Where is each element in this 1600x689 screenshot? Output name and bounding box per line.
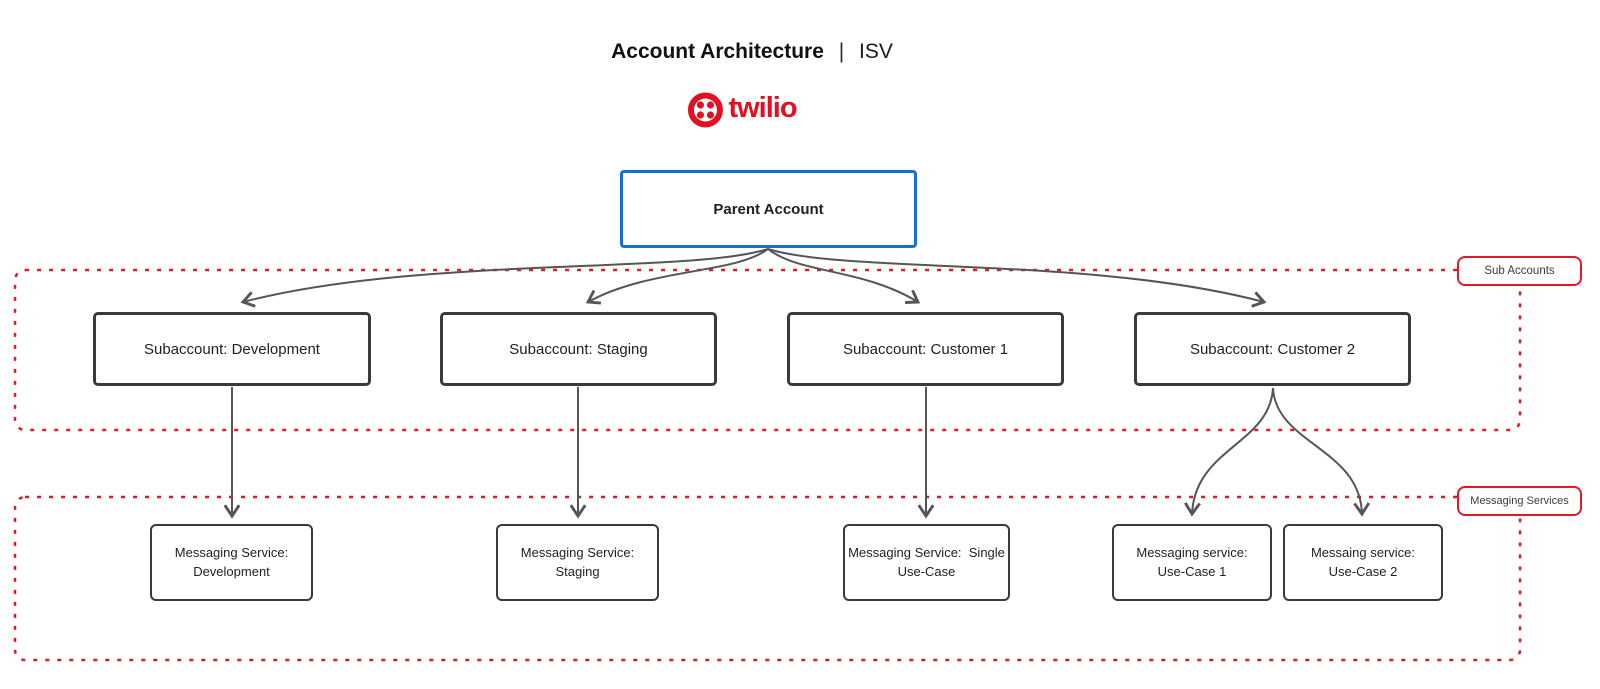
messaging-services-group-label-text: Messaging Services [1470, 495, 1569, 507]
title-suffix: ISV [859, 40, 893, 63]
sub-accounts-group-label-text: Sub Accounts [1484, 265, 1555, 277]
subaccount-customer2-label: Subaccount: Customer 2 [1189, 340, 1356, 358]
connector-parent-to-staging [585, 248, 769, 305]
subaccount-development-label: Subaccount: Development [144, 340, 320, 358]
messaging-services-group-border [13, 495, 1522, 662]
twilio-wordmark: twilio [728, 92, 797, 124]
messaging-service-development-line1: Messaging Service: [174, 544, 289, 560]
messaging-service-usecase1-line1: Messaging service: [1136, 544, 1248, 560]
messaging-service-usecase1-node: Messaging service: Use-Case 1 [1112, 524, 1272, 601]
twilio-mark-icon [687, 92, 723, 128]
subaccount-development-node: Subaccount: Development [93, 312, 371, 386]
messaging-service-staging-line1: Messaging Service: [520, 544, 635, 560]
messaging-service-single-usecase-node: Messaging Service: Single Use-Case [843, 524, 1010, 601]
parent-account-node: Parent Account [620, 170, 917, 248]
connector-parent-to-customer2 [767, 248, 1267, 308]
messaging-services-group-label: Messaging Services [1457, 486, 1582, 516]
subaccount-customer1-node: Subaccount: Customer 1 [787, 312, 1064, 386]
parent-account-label: Parent Account [713, 200, 824, 218]
subaccount-customer2-node: Subaccount: Customer 2 [1134, 312, 1411, 386]
messaging-service-single-usecase-line1: Messaging Service: Single [848, 544, 1005, 560]
title-main: Account Architecture [611, 40, 824, 63]
messaging-service-usecase2-node: Messaing service: Use-Case 2 [1283, 524, 1443, 601]
connector-parent-to-customer1 [767, 248, 921, 304]
sub-accounts-group-label: Sub Accounts [1457, 256, 1582, 286]
title-separator: | [838, 40, 845, 63]
messaging-service-staging-node: Messaging Service: Staging [496, 524, 659, 601]
messaging-service-usecase1-line2: Use-Case 1 [1157, 563, 1227, 579]
messaging-service-usecase2-line1: Messaing service: [1310, 544, 1416, 560]
subaccount-staging-label: Subaccount: Staging [509, 340, 648, 358]
connector-customer2-to-usecase2 [1272, 387, 1371, 517]
messaging-service-usecase2-line2: Use-Case 2 [1328, 563, 1398, 579]
messaging-service-development-node: Messaging Service: Development [150, 524, 313, 601]
twilio-logo: twilio [687, 92, 798, 128]
messaging-service-staging-line2: Staging [555, 563, 600, 579]
messaging-service-single-usecase-line2: Use-Case [897, 563, 956, 579]
subaccount-customer1-label: Subaccount: Customer 1 [842, 340, 1009, 358]
subaccount-staging-node: Subaccount: Staging [440, 312, 717, 386]
connector-customer2-to-usecase1 [1184, 387, 1274, 517]
messaging-service-development-line2: Development [193, 563, 270, 579]
connector-parent-to-development [240, 248, 769, 308]
page-title: Account Architecture | ISV [611, 40, 893, 64]
